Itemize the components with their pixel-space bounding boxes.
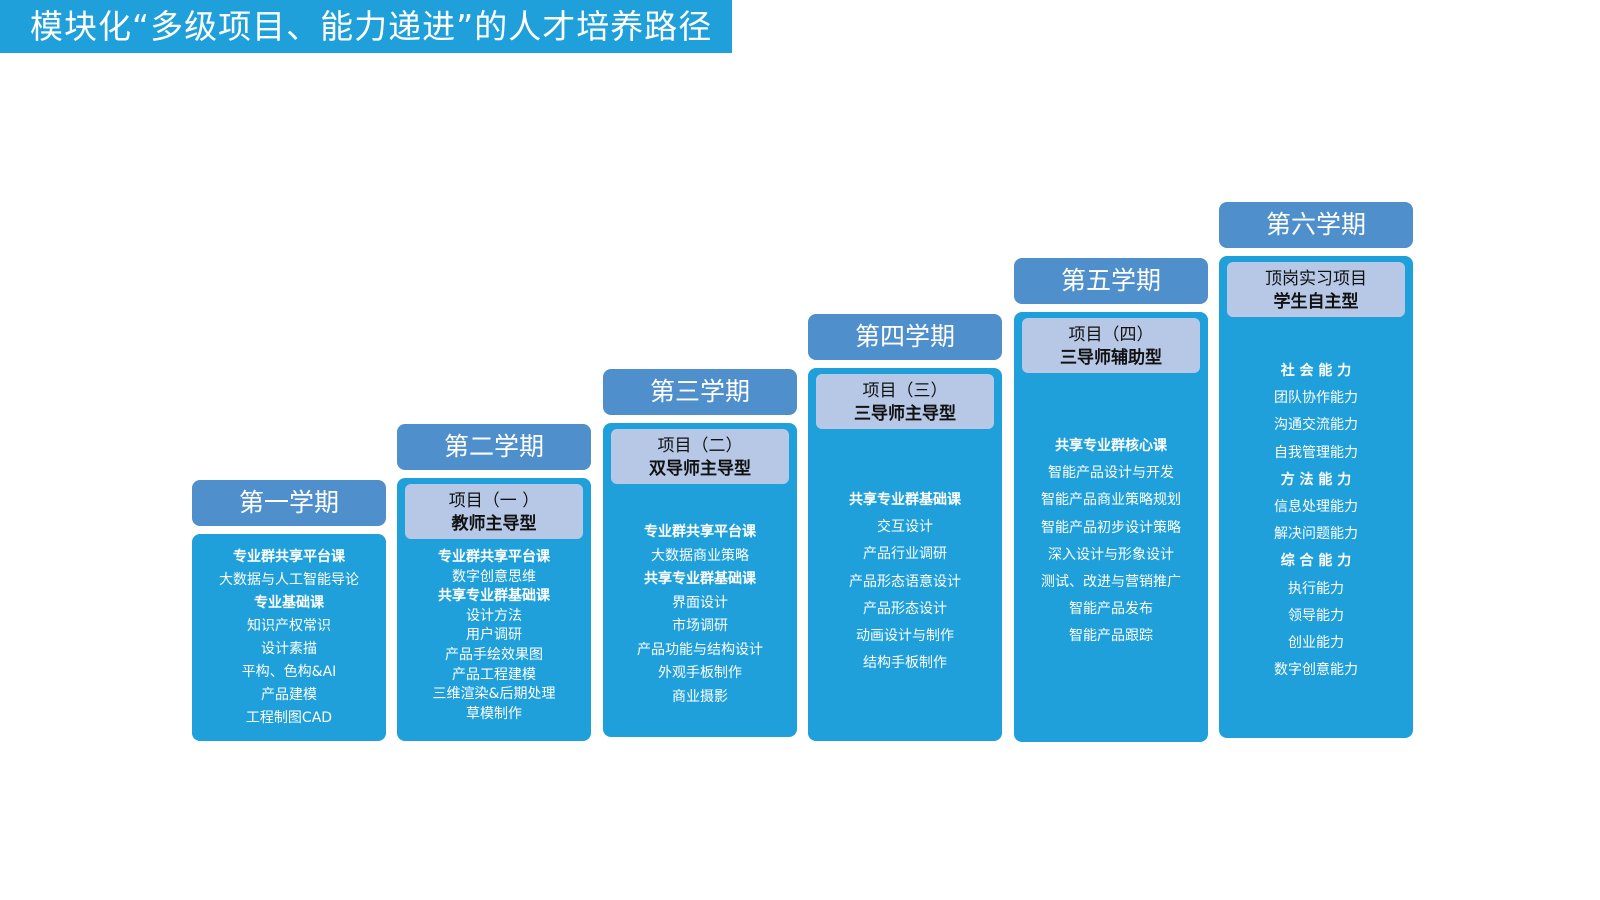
list-item: 专业基础课 — [254, 595, 324, 611]
semester-4-course-list: 共享专业群基础课 交互设计 产品行业调研 产品形态语意设计 产品形态设计 动画设… — [808, 487, 1002, 677]
semester-6-project-box: 顶岗实习项目 学生自主型 — [1227, 262, 1405, 317]
list-item: 团队协作能力 — [1274, 390, 1358, 407]
list-item: 产品行业调研 — [863, 546, 947, 563]
semester-6-ability-list: 社 会 能 力 团队协作能力 沟通交流能力 自我管理能力 方 法 能 力 信息处… — [1219, 358, 1413, 684]
list-item: 结构手板制作 — [863, 655, 947, 672]
semester-2-course-list: 专业群共享平台课 数字创意思维 共享专业群基础课 设计方法 用户调研 产品手绘效… — [397, 548, 591, 724]
list-item: 专业群共享平台课 — [644, 524, 756, 540]
list-item: 沟通交流能力 — [1274, 417, 1358, 434]
list-item: 用户调研 — [466, 627, 522, 644]
list-item: 产品工程建模 — [452, 666, 536, 683]
list-item: 知识产权常识 — [247, 618, 331, 634]
page-title: 模块化“多级项目、能力递进”的人才培养路径 — [0, 0, 732, 53]
list-item: 平构、色构&AI — [241, 664, 337, 680]
semester-6-header: 第六学期 — [1219, 202, 1413, 248]
semester-4-project-box: 项目（三） 三导师主导型 — [816, 374, 994, 429]
list-item: 数字创意思维 — [452, 568, 536, 585]
semester-2-header: 第二学期 — [397, 424, 591, 470]
list-item: 草模制作 — [466, 705, 522, 722]
semester-1-header: 第一学期 — [192, 480, 386, 526]
list-item: 专业群共享平台课 — [233, 549, 345, 565]
project-name: 顶岗实习项目 — [1265, 269, 1367, 289]
project-type: 学生自主型 — [1273, 292, 1359, 312]
list-item: 数字创意能力 — [1274, 662, 1358, 679]
list-item: 产品手绘效果图 — [445, 646, 543, 663]
list-item: 智能产品初步设计策略 — [1041, 519, 1181, 536]
list-item: 专业群共享平台课 — [438, 549, 550, 565]
list-item: 智能产品设计与开发 — [1048, 465, 1174, 482]
list-item: 解决问题能力 — [1274, 526, 1358, 543]
list-item: 界面设计 — [672, 594, 728, 611]
project-type: 三导师辅助型 — [1060, 348, 1162, 368]
semester-6-body: 顶岗实习项目 学生自主型 社 会 能 力 团队协作能力 沟通交流能力 自我管理能… — [1219, 256, 1413, 738]
list-item: 产品建模 — [261, 687, 317, 703]
project-name: 项目（一 ） — [448, 491, 540, 511]
list-item: 产品形态语意设计 — [849, 573, 961, 590]
project-type: 教师主导型 — [451, 514, 537, 534]
list-item: 领导能力 — [1288, 607, 1344, 624]
semester-1-body: 专业群共享平台课 大数据与人工智能导论 专业基础课 知识产权常识 设计素描 平构… — [192, 534, 386, 741]
list-item: 智能产品发布 — [1069, 601, 1153, 618]
list-item: 设计方法 — [466, 607, 522, 624]
list-item: 共享专业群基础课 — [644, 571, 756, 587]
list-item: 共享专业群核心课 — [1055, 438, 1167, 454]
semester-3-header: 第三学期 — [603, 369, 797, 415]
list-item: 信息处理能力 — [1274, 499, 1358, 516]
list-item: 大数据与人工智能导论 — [219, 572, 359, 588]
semester-3-body: 项目（二） 双导师主导型 专业群共享平台课 大数据商业策略 共享专业群基础课 界… — [603, 423, 797, 737]
list-item: 商业摄影 — [672, 688, 728, 705]
list-item: 自我管理能力 — [1274, 444, 1358, 461]
list-item: 三维渲染&后期处理 — [432, 686, 556, 703]
list-item: 方 法 能 力 — [1280, 471, 1352, 488]
list-item: 创业能力 — [1288, 635, 1344, 652]
list-item: 交互设计 — [877, 519, 933, 536]
list-item: 综 合 能 力 — [1280, 553, 1352, 570]
semester-5-project-box: 项目（四） 三导师辅助型 — [1022, 318, 1200, 373]
semester-5-body: 项目（四） 三导师辅助型 共享专业群核心课 智能产品设计与开发 智能产品商业策略… — [1014, 312, 1208, 742]
semester-5-course-list: 共享专业群核心课 智能产品设计与开发 智能产品商业策略规划 智能产品初步设计策略… — [1014, 433, 1208, 651]
list-item: 共享专业群基础课 — [849, 492, 961, 508]
project-name: 项目（三） — [862, 381, 948, 401]
project-name: 项目（二） — [657, 436, 743, 456]
project-type: 双导师主导型 — [649, 459, 751, 479]
semester-3-project-box: 项目（二） 双导师主导型 — [611, 429, 789, 484]
list-item: 大数据商业策略 — [651, 547, 749, 564]
list-item: 产品功能与结构设计 — [637, 641, 763, 658]
list-item: 工程制图CAD — [245, 710, 333, 726]
list-item: 智能产品商业策略规划 — [1041, 492, 1181, 509]
list-item: 动画设计与制作 — [856, 628, 954, 645]
list-item: 外观手板制作 — [658, 665, 742, 681]
semester-1-course-list: 专业群共享平台课 大数据与人工智能导论 专业基础课 知识产权常识 设计素描 平构… — [192, 546, 386, 730]
semester-5-header: 第五学期 — [1014, 258, 1208, 304]
semester-2-body: 项目（一 ） 教师主导型 专业群共享平台课 数字创意思维 共享专业群基础课 设计… — [397, 478, 591, 741]
list-item: 共享专业群基础课 — [438, 588, 550, 605]
list-item: 测试、改进与营销推广 — [1041, 574, 1181, 591]
semester-3-course-list: 专业群共享平台课 大数据商业策略 共享专业群基础课 界面设计 市场调研 产品功能… — [603, 521, 797, 709]
project-type: 三导师主导型 — [854, 404, 956, 424]
list-item: 智能产品跟踪 — [1069, 628, 1153, 645]
list-item: 产品形态设计 — [863, 600, 947, 617]
list-item: 深入设计与形象设计 — [1048, 546, 1174, 563]
semester-2-project-box: 项目（一 ） 教师主导型 — [405, 484, 583, 539]
list-item: 执行能力 — [1288, 580, 1344, 597]
semester-4-body: 项目（三） 三导师主导型 共享专业群基础课 交互设计 产品行业调研 产品形态语意… — [808, 368, 1002, 741]
list-item: 社 会 能 力 — [1280, 363, 1352, 379]
list-item: 市场调研 — [672, 618, 728, 634]
list-item: 设计素描 — [261, 641, 317, 657]
project-name: 项目（四） — [1068, 325, 1154, 345]
semester-4-header: 第四学期 — [808, 314, 1002, 360]
